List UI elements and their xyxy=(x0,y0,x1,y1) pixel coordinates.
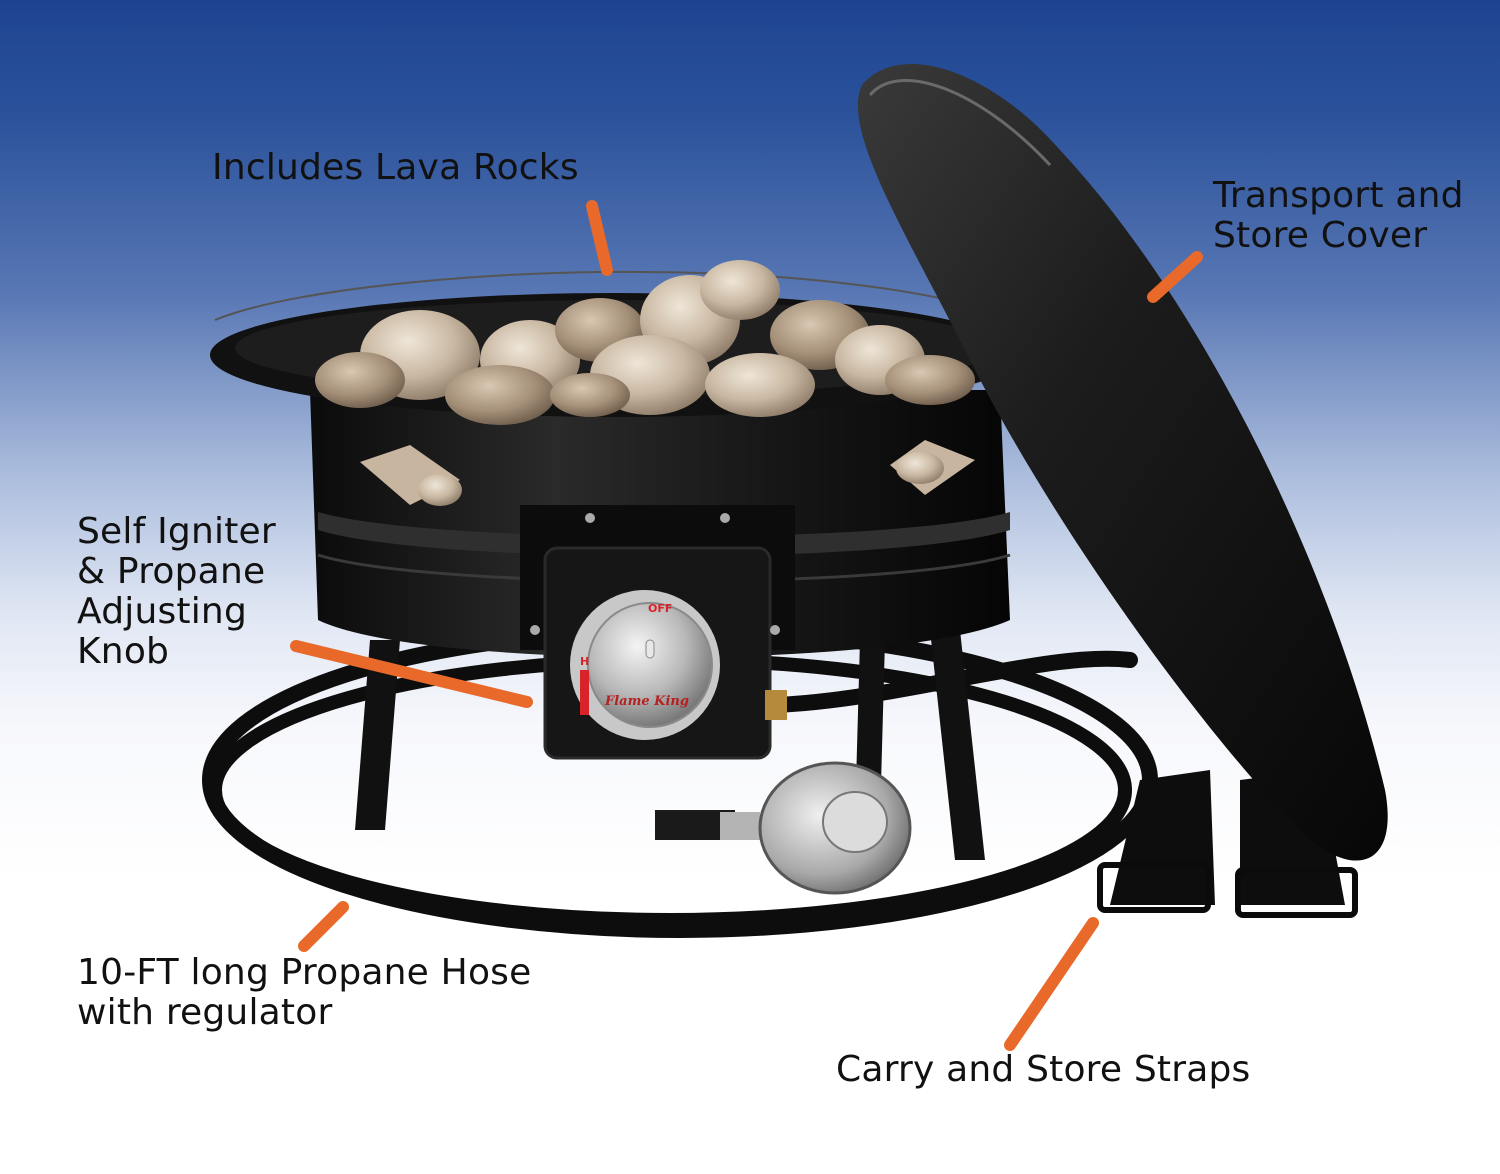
pointer-hose xyxy=(298,901,349,952)
callout-hose-line-1: 10-FT long Propane Hose xyxy=(77,952,532,993)
callout-igniter-line-3: Adjusting xyxy=(77,591,248,632)
callout-cover-line-2: Store Cover xyxy=(1213,215,1428,256)
lava-rocks xyxy=(315,260,975,506)
knob-high-mark: H xyxy=(580,655,589,668)
pointer-cover xyxy=(1147,251,1203,303)
igniter-control-box: OFF H L Flame King xyxy=(520,505,795,760)
knob-low-mark: L xyxy=(582,680,589,693)
callout-cover: Transport and Store Cover xyxy=(1213,176,1464,256)
pointer-straps xyxy=(1004,917,1099,1051)
callout-straps: Carry and Store Straps xyxy=(836,1049,1251,1090)
callout-igniter-line-4: Knob xyxy=(77,631,170,672)
pointer-lava-rocks xyxy=(586,200,613,276)
callout-igniter: Self Igniter & Propane Adjusting Knob xyxy=(77,512,276,672)
transport-cover-lid xyxy=(857,64,1388,861)
knob-off-mark: OFF xyxy=(648,602,672,615)
callout-cover-line-1: Transport and xyxy=(1213,175,1464,216)
callout-pointers xyxy=(290,200,1203,1051)
callout-igniter-line-2: & Propane xyxy=(77,551,266,592)
pointer-igniter xyxy=(290,640,533,708)
fire-pit-legs xyxy=(355,630,985,860)
callout-lava-rocks: Includes Lava Rocks xyxy=(212,147,579,188)
brand-logo: Flame King xyxy=(604,694,689,709)
callout-igniter-line-1: Self Igniter xyxy=(77,511,276,552)
propane-regulator xyxy=(655,761,912,895)
callout-hose: 10-FT long Propane Hose with regulator xyxy=(77,953,531,1033)
callout-hose-line-2: with regulator xyxy=(77,992,333,1033)
